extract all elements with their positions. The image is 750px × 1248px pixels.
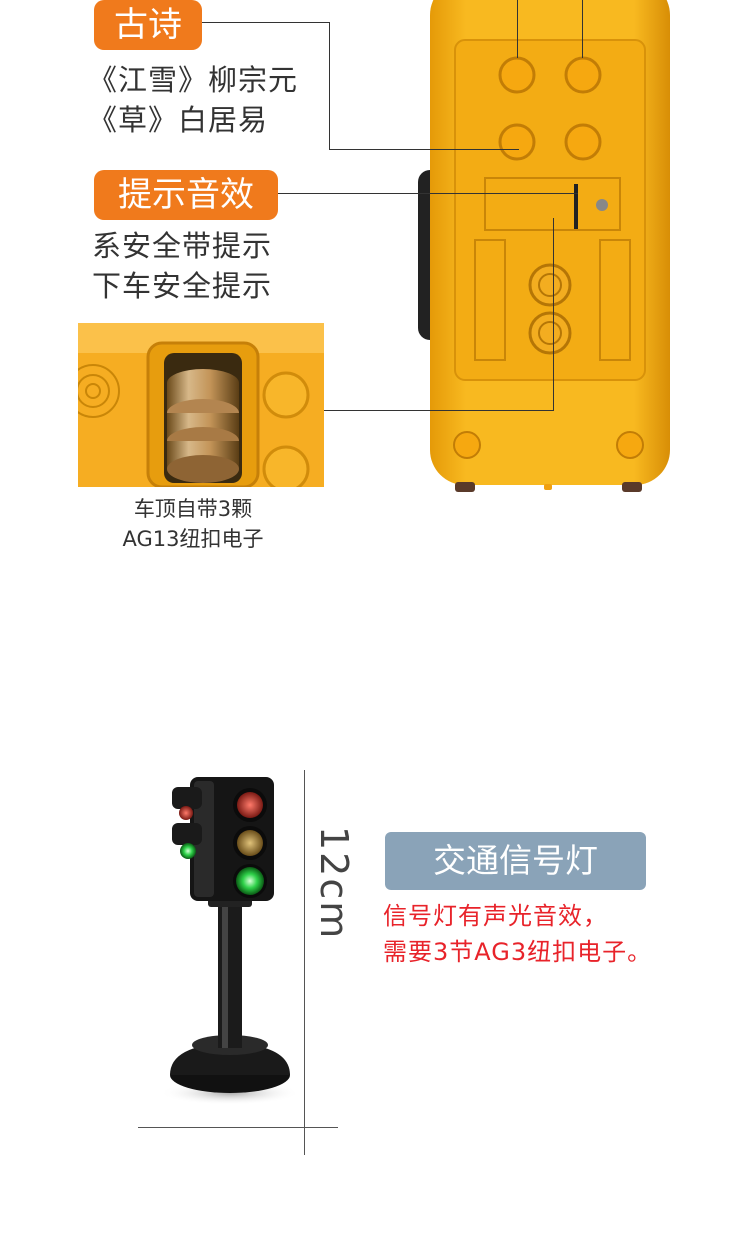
dimension-line-vertical — [304, 770, 305, 1155]
battery-connector-v — [553, 218, 554, 411]
button-lead-1 — [517, 0, 518, 58]
dimension-line-horizontal — [138, 1127, 338, 1128]
poem-connector-h2 — [329, 149, 519, 150]
traffic-light-note-2: 需要3节AG3纽扣电子。 — [383, 938, 653, 966]
battery-connector-h — [324, 410, 554, 411]
sound-connector — [278, 193, 578, 194]
button-lead-2 — [582, 0, 583, 58]
poem-line-2: 《草》白居易 — [88, 103, 269, 137]
poem-tag: 古诗 — [94, 0, 202, 50]
battery-photo — [78, 323, 324, 487]
traffic-light-note-1: 信号灯有声光音效， — [383, 902, 608, 930]
battery-caption-line-2: AG13纽扣电子 — [122, 527, 264, 551]
sound-line-1: 系安全带提示 — [92, 229, 273, 263]
size-label: 12cm — [312, 826, 356, 941]
bus-roof-image — [418, 0, 670, 492]
sound-line-2: 下车安全提示 — [92, 269, 273, 303]
poem-connector-h1 — [202, 22, 330, 23]
sound-tag: 提示音效 — [94, 170, 278, 220]
poem-line-1: 《江雪》柳宗元 — [88, 63, 299, 97]
battery-caption-line-1: 车顶自带3颗 — [133, 497, 253, 521]
traffic-light-title: 交通信号灯 — [385, 832, 646, 890]
poem-connector-v — [329, 22, 330, 150]
traffic-light-image — [160, 777, 300, 1105]
